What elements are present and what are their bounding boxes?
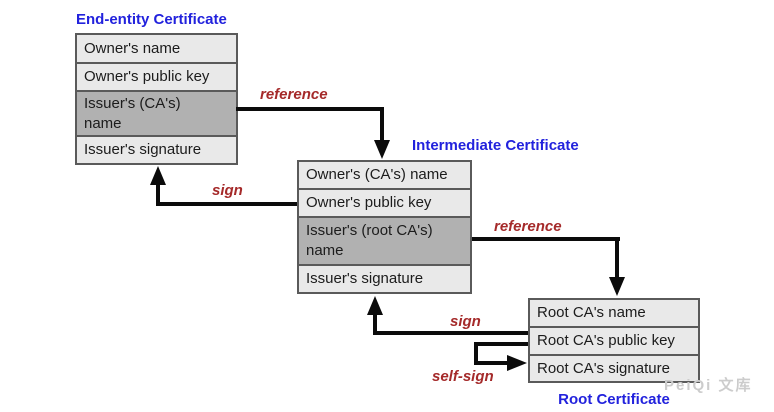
sign2-arrow-label: sign — [450, 313, 481, 330]
cert-row-label: Root CA's signature — [537, 359, 670, 377]
sign1-arrow-label: sign — [212, 182, 243, 199]
cert-row-label: Issuer's (root CA's) name — [306, 222, 433, 259]
watermark-text: PeiQi 文库 — [664, 377, 753, 394]
reference1-arrow-line-v — [380, 107, 384, 141]
intermediate-certificate-title: Intermediate Certificate — [412, 137, 579, 154]
sign2-arrow-line-h — [373, 331, 528, 335]
cert-row: Issuer's signature — [77, 135, 236, 163]
cert-row-label: Issuer's (CA's) name — [84, 94, 181, 132]
reference2-arrowhead-icon — [609, 277, 625, 296]
reference2-arrow-line-h — [472, 237, 620, 241]
cert-row: Root CA's signature — [530, 354, 698, 381]
root-certificate-title: Root Certificate — [558, 391, 670, 408]
cert-row: Owner's public key — [299, 188, 470, 216]
cert-row: Owner's name — [77, 35, 236, 62]
end-entity-certificate-box: Owner's name Owner's public key Issuer's… — [75, 33, 238, 165]
selfsign-arrow-line-v — [474, 342, 478, 365]
reference1-arrow-label: reference — [260, 86, 328, 103]
sign1-arrowhead-icon — [150, 166, 166, 185]
reference2-arrow-line-v — [615, 237, 619, 278]
cert-row-label: Issuer's signature — [84, 141, 202, 158]
sign2-arrowhead-icon — [367, 296, 383, 315]
root-certificate-box: Root CA's name Root CA's public key Root… — [528, 298, 700, 383]
selfsign-arrowhead-icon — [507, 355, 527, 371]
cert-row-label: Owner's public key — [84, 68, 210, 85]
cert-row: Owner's public key — [77, 62, 236, 90]
reference2-arrow-label: reference — [494, 218, 562, 235]
cert-row-label: Root CA's name — [537, 304, 646, 321]
cert-row-label: Issuer's signature — [306, 270, 424, 287]
reference1-arrow-line-h — [236, 107, 384, 111]
cert-row: Root CA's public key — [530, 326, 698, 354]
cert-row-label: Owner's public key — [306, 194, 432, 211]
sign1-arrow-line-h — [156, 202, 297, 206]
cert-row: Root CA's name — [530, 300, 698, 326]
end-entity-certificate-title: End-entity Certificate — [76, 11, 227, 28]
cert-row-label: Owner's name — [84, 39, 181, 57]
sign1-arrow-line-v — [156, 184, 160, 206]
cert-row: Owner's (CA's) name — [299, 162, 470, 188]
cert-row-issuer-name: Issuer's (root CA's) name — [299, 216, 470, 264]
reference1-arrowhead-icon — [374, 140, 390, 159]
sign2-arrow-line-v — [373, 314, 377, 335]
selfsign-arrow-line-h-bottom — [474, 361, 508, 365]
cert-row-label: Root CA's public key — [537, 332, 675, 349]
cert-row-label: Owner's (CA's) name — [306, 166, 448, 183]
cert-row: Issuer's signature — [299, 264, 470, 292]
selfsign-arrow-label: self-sign — [432, 368, 494, 385]
cert-row-issuer-name: Issuer's (CA's) name — [77, 90, 236, 135]
selfsign-arrow-line-h-top — [474, 342, 528, 346]
intermediate-certificate-box: Owner's (CA's) name Owner's public key I… — [297, 160, 472, 294]
